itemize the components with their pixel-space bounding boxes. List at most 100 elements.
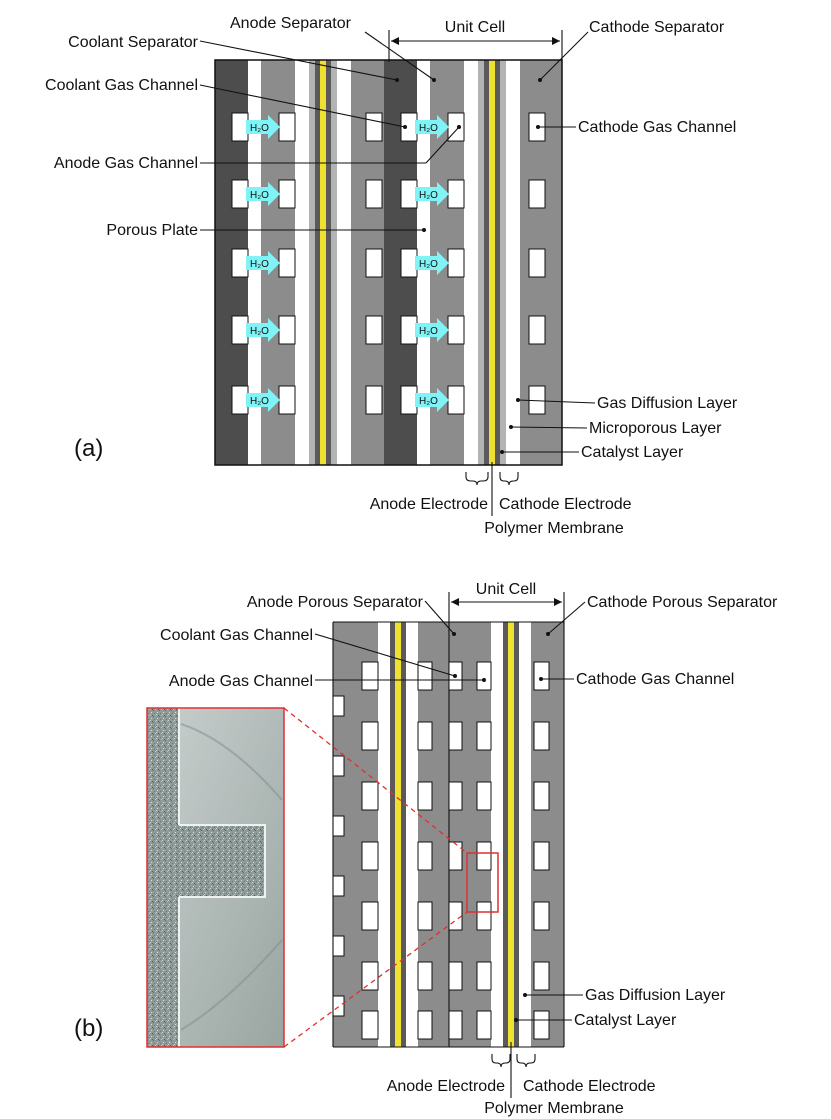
water-label: H₂O bbox=[419, 326, 438, 337]
anode-gas-channel bbox=[278, 315, 296, 345]
a-cathode-electrode-label: Cathode Electrode bbox=[499, 496, 632, 513]
a-polymer-membrane-label: Polymer Membrane bbox=[484, 520, 624, 537]
coolant-gas-channel bbox=[231, 112, 249, 142]
b-membrane-right bbox=[508, 622, 514, 1047]
water-label: H₂O bbox=[250, 396, 269, 407]
anode-gas-channel bbox=[476, 781, 492, 811]
coolant-gas-channel bbox=[400, 315, 418, 345]
anode-gas-channel bbox=[476, 661, 492, 691]
cathode-gas-channel bbox=[533, 841, 550, 871]
coolant-gas-channel bbox=[448, 721, 463, 751]
coolant-gas-channel bbox=[400, 248, 418, 278]
zoom-box bbox=[466, 852, 499, 913]
cathode-gas-channel bbox=[365, 385, 383, 415]
b-cathode-catalyst-right bbox=[514, 622, 519, 1047]
anode-gas-channel bbox=[476, 1010, 492, 1040]
water-arrow-icon bbox=[415, 182, 449, 206]
cathode-gas-channel bbox=[417, 901, 433, 931]
cathode-gas-channel bbox=[417, 1010, 433, 1040]
edge-notch bbox=[332, 815, 345, 837]
cathode-gas-channel bbox=[533, 721, 550, 751]
coolant-gas-channel bbox=[448, 961, 463, 991]
zoom-line-bottom bbox=[283, 911, 468, 1048]
panel-b-label: (b) bbox=[74, 1015, 103, 1042]
a-catalyst-layer-label: Catalyst Layer bbox=[581, 444, 684, 461]
zoom-line-top bbox=[283, 707, 468, 854]
water-label: H₂O bbox=[250, 326, 269, 337]
anode-gdl-left bbox=[295, 60, 309, 465]
cathode-gas-channel bbox=[365, 315, 383, 345]
anode-gas-channel bbox=[361, 1010, 379, 1040]
cathode-gas-channel bbox=[417, 841, 433, 871]
anode-gas-channel bbox=[361, 721, 379, 751]
anode-gas-channel bbox=[476, 901, 492, 931]
b-gas-diffusion-layer-label: Gas Diffusion Layer bbox=[585, 987, 726, 1004]
water-label: H₂O bbox=[250, 259, 269, 270]
a-porous-plate-label: Porous Plate bbox=[106, 222, 198, 239]
coolant-gas-channel bbox=[231, 385, 249, 415]
b-cathode-gdl-left bbox=[406, 622, 418, 1047]
panel-a-label: (a) bbox=[74, 435, 103, 462]
cathode-gdl-right bbox=[506, 60, 520, 465]
cathode-gas-channel bbox=[417, 781, 433, 811]
b-anode-gas-channel-label: Anode Gas Channel bbox=[169, 673, 313, 690]
water-arrow-icon bbox=[415, 318, 449, 342]
b-coolant-gas-channel-label: Coolant Gas Channel bbox=[160, 627, 313, 644]
coolant-gas-channel bbox=[400, 385, 418, 415]
b-anode-catalyst-left bbox=[390, 622, 395, 1047]
anode-gdl-right bbox=[464, 60, 478, 465]
anode-gas-channel bbox=[361, 901, 379, 931]
coolant-gas-channel bbox=[448, 841, 463, 871]
b-polymer-membrane-label: Polymer Membrane bbox=[484, 1100, 624, 1117]
b-cathode-catalyst-left bbox=[401, 622, 406, 1047]
coolant-gas-channel bbox=[448, 901, 463, 931]
water-arrow-icon bbox=[246, 182, 280, 206]
b-membrane-left bbox=[395, 622, 401, 1047]
panel-b-stack: Unit Cell Anode Porous Separator Cathode… bbox=[74, 581, 778, 1117]
a-cathode-separator-label: Cathode Separator bbox=[589, 19, 725, 36]
cathode-gas-channel bbox=[533, 661, 550, 691]
cathode-gas-channel bbox=[417, 721, 433, 751]
anode-gas-channel bbox=[476, 841, 492, 871]
anode-gas-channel bbox=[361, 961, 379, 991]
b-anode-gdl-left bbox=[378, 622, 390, 1047]
water-label: H₂O bbox=[419, 396, 438, 407]
b-anode-catalyst-right bbox=[503, 622, 508, 1047]
cathode-gas-channel bbox=[533, 961, 550, 991]
b-cathode-gdl-right bbox=[519, 622, 531, 1047]
cathode-mpl-right bbox=[500, 60, 506, 465]
coolant-gas-channel bbox=[448, 1010, 463, 1040]
coolant-gas-channel bbox=[231, 179, 249, 209]
b-anode-gdl-right bbox=[491, 622, 503, 1047]
anode-gas-channel bbox=[447, 315, 465, 345]
anode-gas-channel bbox=[361, 661, 379, 691]
anode-catalyst-right bbox=[484, 60, 489, 465]
water-arrow-icon bbox=[246, 388, 280, 412]
cathode-gas-channel bbox=[528, 248, 546, 278]
cathode-gas-channel bbox=[533, 1010, 550, 1040]
b-cathode-gas-channel-label: Cathode Gas Channel bbox=[576, 671, 734, 688]
water-arrow-icon bbox=[415, 115, 449, 139]
coolant-gas-channel bbox=[400, 179, 418, 209]
water-label: H₂O bbox=[250, 123, 269, 134]
water-arrow-icon bbox=[246, 251, 280, 275]
b-catalyst-layer-label: Catalyst Layer bbox=[574, 1012, 677, 1029]
anode-gas-channel bbox=[278, 112, 296, 142]
water-label: H₂O bbox=[419, 123, 438, 134]
water-arrow-icon bbox=[415, 388, 449, 412]
cathode-gas-channel bbox=[365, 179, 383, 209]
water-label: H₂O bbox=[419, 259, 438, 270]
b-anode-porous-separator-label: Anode Porous Separator bbox=[247, 594, 424, 611]
anode-mpl-right bbox=[478, 60, 484, 465]
edge-notch bbox=[332, 695, 345, 717]
cathode-gas-channel bbox=[365, 248, 383, 278]
a-anode-gas-channel-label: Anode Gas Channel bbox=[54, 155, 198, 172]
edge-notch bbox=[332, 755, 345, 777]
coolant-gas-channel bbox=[231, 248, 249, 278]
cathode-gdl-left bbox=[337, 60, 351, 465]
cathode-gas-channel bbox=[533, 901, 550, 931]
water-arrow-icon bbox=[246, 115, 280, 139]
cathode-gas-channel bbox=[533, 781, 550, 811]
edge-notch bbox=[332, 995, 345, 1017]
